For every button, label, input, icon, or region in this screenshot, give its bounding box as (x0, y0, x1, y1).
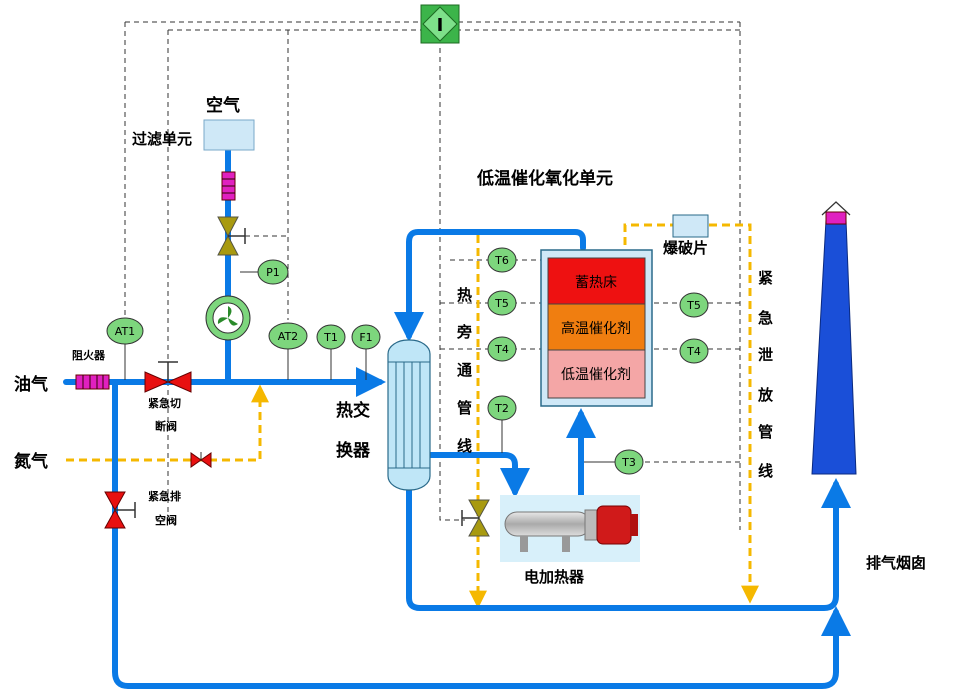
rupture-disc-box (672, 214, 709, 238)
sensor-t5-left[interactable]: T5 (487, 290, 517, 316)
sensor-at1[interactable]: AT1 (106, 317, 144, 380)
heat-exchanger (387, 339, 431, 491)
svg-text:线: 线 (457, 437, 472, 455)
heat-exchanger-label-2: 换器 (336, 440, 371, 461)
reactor-layer-regenerative (547, 257, 646, 305)
emergency-vent-valve[interactable] (104, 491, 136, 529)
blower-fan-icon (205, 295, 251, 341)
reactor-layer-low-temp-label: 低温催化剂 (561, 367, 631, 383)
sensor-at2[interactable]: AT2 (268, 322, 308, 380)
svg-text:紧: 紧 (758, 269, 773, 287)
flame-arrester-label: 阻火器 (72, 348, 106, 362)
svg-text:管: 管 (457, 399, 472, 417)
sensor-t6-label: T6 (494, 254, 509, 267)
reactor-layer-low-temp (547, 349, 646, 399)
emergency-cutoff-label-2: 断阀 (155, 419, 177, 433)
svg-text:管: 管 (758, 423, 773, 441)
electric-heater-label: 电加热器 (524, 568, 585, 586)
emergency-relief-line-label: 紧 急 泄 放 管 线 (757, 269, 774, 480)
emergency-cutoff-valve[interactable] (144, 361, 192, 393)
sensor-t3-label: T3 (621, 456, 636, 469)
air-label: 空气 (206, 95, 240, 116)
exhaust-stack-label: 排气烟囱 (866, 554, 926, 572)
controller-label: I (437, 15, 444, 36)
flame-arrester (75, 374, 110, 390)
sensor-f1-label: F1 (359, 331, 372, 344)
air-flame-arrester (221, 171, 236, 201)
air-control-valve[interactable] (217, 216, 246, 256)
exhaust-stack (811, 201, 857, 475)
process-pipes (63, 147, 851, 689)
emergency-cutoff-label-1: 紧急切 (148, 396, 181, 410)
sensor-p1-label: P1 (266, 266, 280, 279)
sensor-t4-right-label: T4 (686, 345, 701, 358)
svg-text:通: 通 (457, 361, 472, 379)
heat-exchanger-label-1: 热交 (336, 400, 370, 421)
sensor-at2-label: AT2 (278, 330, 298, 343)
svg-text:旁: 旁 (456, 323, 472, 341)
svg-text:热: 热 (457, 286, 472, 304)
emergency-vent-label-2: 空阀 (155, 513, 177, 527)
sensor-t4-right[interactable]: T4 (679, 338, 709, 364)
oil-gas-label: 油气 (14, 374, 48, 395)
controller-box[interactable]: I (420, 4, 460, 44)
bypass-line-label: 热 旁 通 管 线 (456, 286, 472, 455)
nitrogen-label: 氮气 (14, 451, 48, 472)
filter-unit-box (203, 119, 255, 151)
unit-title: 低温催化氧化单元 (476, 168, 613, 189)
sensor-t1-label: T1 (323, 331, 338, 344)
bypass-valve[interactable] (461, 499, 490, 537)
sensor-p1[interactable]: P1 (240, 259, 289, 285)
rupture-disc-label: 爆破片 (663, 239, 708, 257)
reactor-layer-regenerative-label: 蓄热床 (575, 275, 617, 291)
nitrogen-valve[interactable] (190, 452, 212, 468)
sensor-t6[interactable]: T6 (487, 247, 517, 273)
sensor-t2-label: T2 (494, 402, 509, 415)
reactor-layer-high-temp (547, 303, 646, 351)
filter-unit-label: 过滤单元 (132, 130, 192, 148)
sensor-at1-label: AT1 (115, 325, 135, 338)
reactor-layer-high-temp-label: 高温催化剂 (561, 320, 631, 337)
svg-text:急: 急 (758, 309, 773, 327)
svg-text:泄: 泄 (758, 346, 773, 364)
sensor-t4-left[interactable]: T4 (487, 336, 517, 362)
electric-heater (500, 495, 640, 562)
emergency-vent-label-1: 紧急排 (148, 489, 181, 503)
sensor-f1[interactable]: F1 (351, 324, 381, 380)
sensor-t5-right-label: T5 (686, 299, 701, 312)
svg-text:放: 放 (757, 386, 774, 404)
sensor-t2[interactable]: T2 (487, 395, 517, 453)
sensor-t3[interactable]: T3 (584, 449, 644, 475)
catalytic-reactor: 蓄热床 高温催化剂 低温催化剂 (540, 249, 653, 407)
sensor-t5-right[interactable]: T5 (679, 292, 709, 318)
svg-text:线: 线 (758, 462, 773, 480)
sensor-t4-left-label: T4 (494, 343, 509, 356)
sensor-t5-left-label: T5 (494, 297, 509, 310)
sensor-t1[interactable]: T1 (316, 324, 346, 380)
